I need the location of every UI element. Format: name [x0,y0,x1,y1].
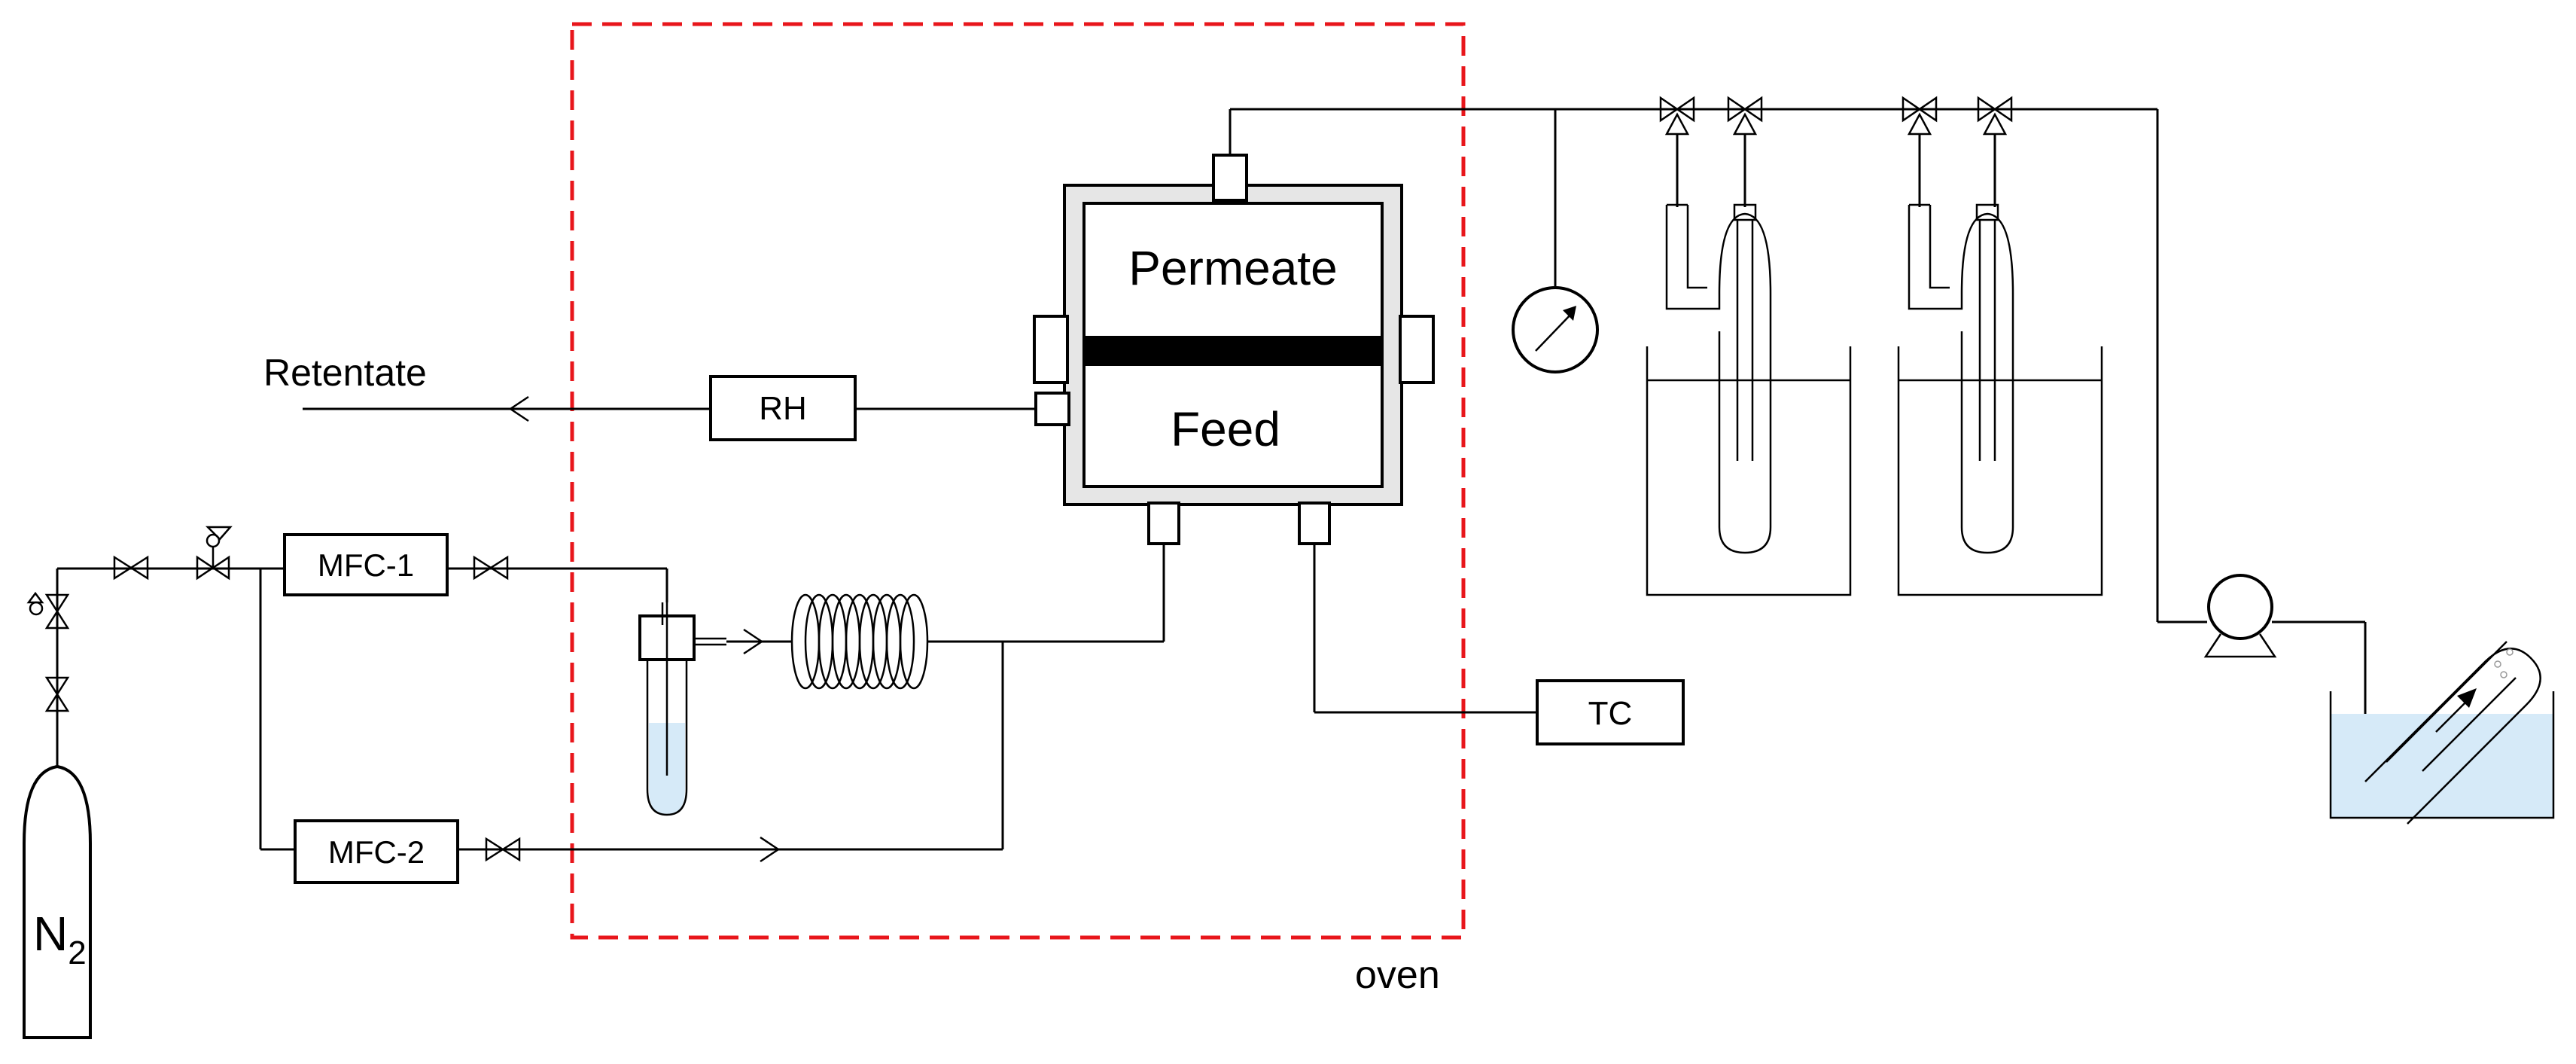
cylinder-valve-icon [44,676,70,712]
cold-trap-2 [1897,203,2103,596]
mfc-2-box [294,819,459,884]
tc-label: TC [1588,695,1633,732]
trap2-inlet-valve-icon [1902,96,1938,136]
feed-label: Feed [1171,402,1280,456]
rh-sensor-box [709,375,857,441]
main-regulator-valve-icon [196,526,233,581]
tc-box [1536,679,1685,745]
trap2-outlet-valve-icon [1977,96,2013,136]
trap1-outlet-valve-icon [1727,96,1763,136]
mfc-2-label: MFC-2 [328,834,425,870]
vacuum-pump-icon [2203,574,2277,658]
permeate-label: Permeate [1128,241,1337,295]
mfc2-valve-icon [485,837,521,862]
saturator [638,602,726,816]
oven-label: oven [1355,953,1440,997]
trap1-inlet-valve-icon [1659,96,1695,136]
n2-cylinder [23,764,92,1039]
retentate-label: Retentate [263,352,427,394]
cold-trap-1 [1646,203,1852,596]
mfc-1-box [283,533,449,596]
mfc-1-label: MFC-1 [318,547,414,583]
rh-label: RH [759,390,807,427]
preheat-coil [790,593,929,690]
collection-bath [2329,641,2555,825]
membrane [1084,336,1382,366]
main-shutoff-valve-icon [113,555,149,581]
flow-arrow-icon [743,628,764,655]
mfc1-valve-icon [473,555,509,581]
cylinder-regulator-icon [26,591,70,630]
flow-arrow-icon-2 [760,836,781,863]
retentate-arrow-icon [508,395,529,422]
pressure-gauge-icon [1512,286,1599,373]
membrane-cell [1033,154,1435,545]
n2-label: N2 [33,907,87,971]
